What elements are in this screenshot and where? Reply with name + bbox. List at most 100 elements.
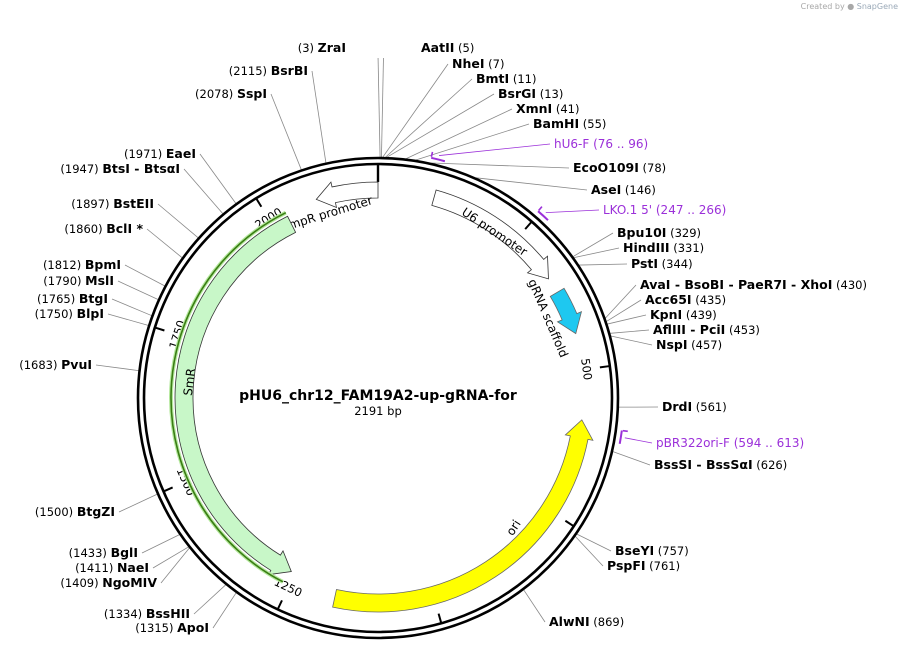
site-label-bsrgi[interactable]: BsrGI (13) xyxy=(498,86,563,101)
site-leader xyxy=(576,533,612,552)
site-label-btgi[interactable]: (1765) BtgI xyxy=(37,291,108,306)
backbone-outer-strand xyxy=(136,156,620,640)
site-name: KpnI xyxy=(650,307,682,322)
site-leader xyxy=(118,493,158,513)
site-position: (1411) xyxy=(75,561,117,575)
site-label-bsssi[interactable]: BssSI - BssSαI (626) xyxy=(654,457,787,472)
site-name: BtsI - BtsαI xyxy=(102,161,180,176)
site-leader xyxy=(610,329,650,334)
site-name: BsrGI xyxy=(498,86,536,101)
site-name: NgoMIV xyxy=(102,575,157,590)
site-label-zrai[interactable]: (3) ZraI xyxy=(298,40,346,55)
site-name: HindIII xyxy=(623,240,670,255)
site-label-avai[interactable]: AvaI - BsoBI - PaeR7I - XhoI (430) xyxy=(640,277,867,292)
site-label-ecoo109i[interactable]: EcoO109I (78) xyxy=(573,160,666,175)
site-name: BssSI - BssSαI xyxy=(654,457,753,472)
primer-arrow[interactable] xyxy=(537,210,549,221)
site-label-aatii[interactable]: AatII (5) xyxy=(421,40,474,55)
site-position: (344) xyxy=(658,257,693,271)
site-leader xyxy=(605,284,637,319)
primer-label[interactable]: hU6-F (76 .. 96) xyxy=(554,137,648,151)
site-label-pvui[interactable]: (1683) PvuI xyxy=(19,357,92,372)
feature-u6-promoter[interactable] xyxy=(431,189,549,280)
site-label-naei[interactable]: (1411) NaeI xyxy=(75,560,149,575)
site-name: NaeI xyxy=(117,560,149,575)
primer-arrow[interactable] xyxy=(618,430,623,444)
site-position: (2115) xyxy=(229,64,271,78)
site-position: (1947) xyxy=(60,162,102,176)
plasmid-name: pHU6_chr12_FAM19A2-up-gRNA-for xyxy=(239,388,517,404)
site-label-bsteii[interactable]: (1897) BstEII xyxy=(71,196,154,211)
site-label-nspi[interactable]: NspI (457) xyxy=(656,337,722,352)
site-label-eaei[interactable]: (1971) EaeI xyxy=(124,146,196,161)
feature-ori[interactable] xyxy=(332,419,594,613)
site-name: NspI xyxy=(656,337,688,352)
plasmid-size: 2191 bp xyxy=(354,404,402,418)
site-label-bpu10i[interactable]: Bpu10I (329) xyxy=(617,225,701,240)
site-name: MslI xyxy=(85,273,114,288)
site-label-bgli[interactable]: (1433) BglI xyxy=(69,545,138,560)
site-label-apoi[interactable]: (1315) ApoI xyxy=(135,620,209,635)
site-label-bsshii[interactable]: (1334) BssHII xyxy=(104,606,190,621)
site-label-drdi[interactable]: DrdI (561) xyxy=(662,399,727,414)
site-position: (146) xyxy=(621,183,656,197)
site-label-msli[interactable]: (1790) MslI xyxy=(43,273,114,288)
feature-smr[interactable] xyxy=(174,215,297,576)
site-name: BlpI xyxy=(77,306,104,321)
site-label-sspi[interactable]: (2078) SspI xyxy=(195,86,267,101)
site-label-btsi[interactable]: (1947) BtsI - BtsαI xyxy=(60,161,180,176)
site-leader xyxy=(610,335,653,346)
primer-range: (594 .. 613) xyxy=(734,436,804,450)
site-label-nhei[interactable]: NheI (7) xyxy=(452,56,504,71)
site-position: (5) xyxy=(454,41,474,55)
site-position: (761) xyxy=(646,559,681,573)
site-label-btgzi[interactable]: (1500) BtgZI xyxy=(35,504,115,519)
site-name: AlwNI xyxy=(549,614,590,629)
site-label-bamhi[interactable]: BamHI (55) xyxy=(533,116,606,131)
site-name: BamHI xyxy=(533,116,579,131)
primer-label[interactable]: LKO.1 5' (247 .. 266) xyxy=(603,203,726,217)
site-position: (439) xyxy=(682,308,717,322)
site-leader xyxy=(124,264,165,287)
site-leader xyxy=(111,298,152,316)
site-label-psti[interactable]: PstI (344) xyxy=(631,256,693,271)
tick-label: 500 xyxy=(578,357,595,381)
primer-label[interactable]: pBR322ori-F (594 .. 613) xyxy=(656,436,804,450)
site-labels[interactable]: (3) ZraI AatII (5)NheI (7)BmtI (11)BsrGI … xyxy=(19,40,867,635)
site-label-xmni[interactable]: XmnI (41) xyxy=(516,101,579,116)
site-label-alwni[interactable]: AlwNI (869) xyxy=(549,614,624,629)
site-leader xyxy=(199,153,237,204)
site-name: BclI * xyxy=(106,221,143,236)
feature-grna-scaffold[interactable] xyxy=(549,287,583,335)
site-label-bpmi[interactable]: (1812) BpmI xyxy=(43,257,121,272)
site-label-acc65i[interactable]: Acc65I (435) xyxy=(645,292,726,307)
site-label-blpi[interactable]: (1750) BlpI xyxy=(35,306,104,321)
site-label-afliii[interactable]: AflIII - PciI (453) xyxy=(653,322,760,337)
site-label-ngomiv[interactable]: (1409) NgoMIV xyxy=(60,575,157,590)
tick-mark xyxy=(155,326,165,332)
site-leader xyxy=(381,57,384,158)
primer-hook xyxy=(622,429,628,433)
site-leader xyxy=(117,280,159,300)
site-label-bmti[interactable]: BmtI (11) xyxy=(476,71,536,86)
snapgene-credit: Created by ● SnapGene xyxy=(801,2,898,11)
site-leader xyxy=(385,78,473,158)
primer-leader xyxy=(438,143,551,156)
site-name: DrdI xyxy=(662,399,692,414)
site-label-kpni[interactable]: KpnI (439) xyxy=(650,307,717,322)
site-label-bcli[interactable]: (1860) BclI * xyxy=(64,221,143,236)
primer-arrow[interactable] xyxy=(430,156,446,163)
site-label-hindiii[interactable]: HindIII (331) xyxy=(623,240,704,255)
site-label-pspfi[interactable]: PspFI (761) xyxy=(607,558,680,573)
tick-mark xyxy=(564,519,574,527)
site-label-asei[interactable]: AseI (146) xyxy=(591,182,656,197)
site-label-bseyi[interactable]: BseYI (757) xyxy=(615,543,689,558)
site-leader xyxy=(612,451,651,466)
site-name: PspFI xyxy=(607,558,646,573)
site-name: ApoI xyxy=(177,620,209,635)
site-name: BmtI xyxy=(476,71,509,86)
feature-ampr-promoter[interactable] xyxy=(315,181,379,209)
site-position: (1765) xyxy=(37,292,79,306)
site-leader xyxy=(431,162,570,169)
site-label-bsrbi[interactable]: (2115) BsrBI xyxy=(229,63,308,78)
